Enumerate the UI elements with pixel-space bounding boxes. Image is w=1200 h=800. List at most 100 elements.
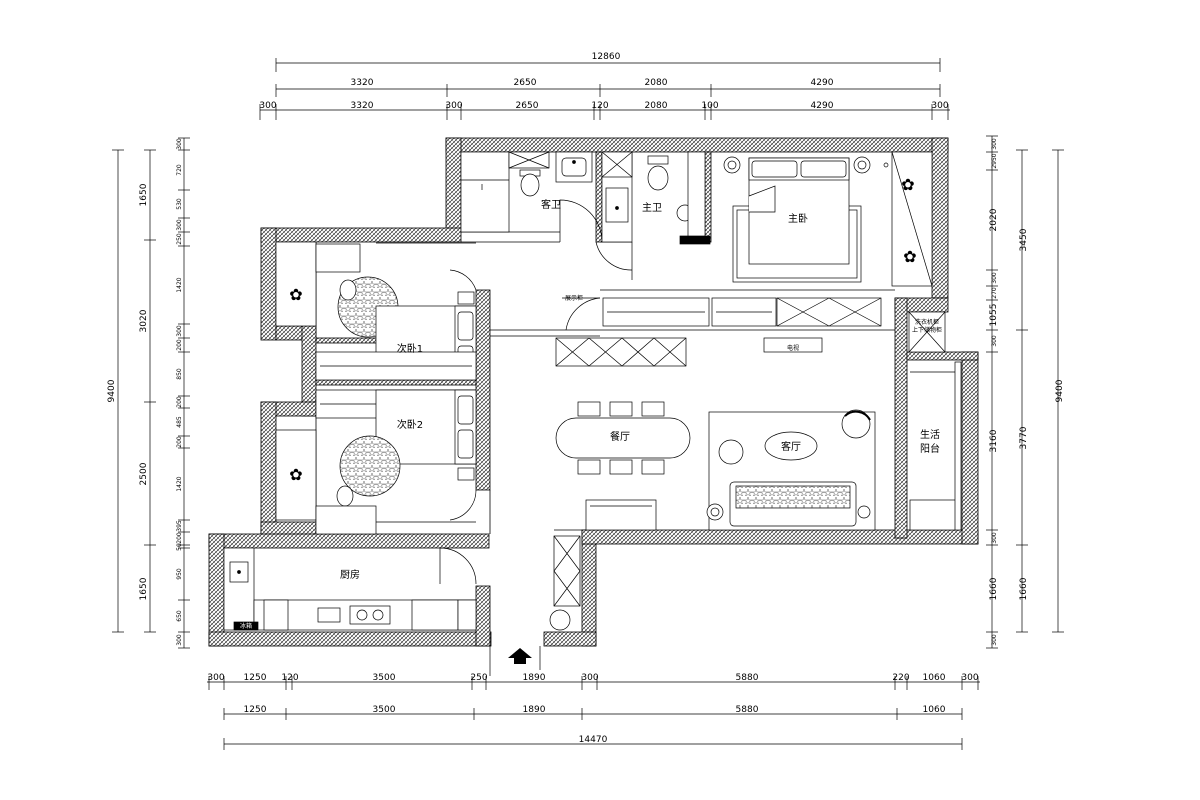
- sofa-icon: [729, 481, 857, 527]
- dim-label: 1420: [176, 476, 183, 491]
- dim-label: 395: [176, 520, 183, 532]
- svg-text:✿: ✿: [289, 285, 302, 304]
- dim-label: 220: [892, 673, 909, 683]
- dim-label: 2650: [516, 101, 539, 111]
- dim-label: 1250: [244, 673, 267, 683]
- dim-label: 300: [961, 673, 978, 683]
- dim-label: 200: [176, 436, 183, 448]
- fridge-label: 冰箱: [240, 622, 252, 630]
- stove-icon: [349, 605, 391, 625]
- dim-label: 530: [176, 198, 183, 210]
- dim-label: 5880: [736, 705, 759, 715]
- dimension-lines: [112, 58, 1064, 750]
- room-label-master-bath: 主卫: [642, 202, 662, 214]
- dim-label: 300: [991, 335, 998, 347]
- svg-text:✿: ✿: [289, 465, 302, 484]
- room-label-balcony-2: 阳台: [920, 442, 940, 455]
- dim-label: 300: [991, 634, 998, 646]
- sink-icon: [605, 187, 629, 223]
- dim-label: 1060: [923, 673, 946, 683]
- dim-label: 1060: [923, 705, 946, 715]
- room-label-guest-bath: 客卫: [541, 198, 561, 211]
- dim-label: 300: [207, 673, 224, 683]
- dim-label: 120: [281, 673, 298, 683]
- dim-label: 950: [176, 568, 183, 580]
- dim-label: 3500: [373, 705, 396, 715]
- dim-label: 1055: [989, 304, 999, 327]
- dim-label: 3320: [351, 101, 374, 111]
- dim-label: 200: [176, 396, 183, 408]
- dim-label: 3450: [1019, 228, 1029, 251]
- room-label-living: 客厅: [781, 440, 801, 453]
- dim-label: 3500: [373, 673, 396, 683]
- dim-label: 300: [176, 634, 183, 646]
- dim-label: 650: [176, 610, 183, 622]
- dim-label: 300: [991, 272, 998, 284]
- display-cabinet-label: 展示柜: [565, 294, 583, 302]
- dim-label: 300: [176, 219, 183, 231]
- dim-label: 1890: [523, 673, 546, 683]
- dim-label: 2080: [645, 78, 668, 88]
- room-label-bedroom-3: 次卧2: [397, 418, 423, 431]
- guest-bath: [460, 151, 593, 233]
- dim-label: 3770: [1019, 426, 1029, 449]
- tv-cabinet-label: 电视: [787, 344, 799, 352]
- dim-label: 4290: [811, 78, 834, 88]
- svg-text:✿: ✿: [903, 247, 916, 266]
- dim-label: 1420: [176, 277, 183, 292]
- bed-icon: [748, 157, 850, 265]
- dim-label: 3160: [989, 429, 999, 452]
- room-label-balcony-1: 生活: [920, 428, 940, 441]
- dim-label: 5880: [736, 673, 759, 683]
- appliance-cabinet: [908, 311, 946, 353]
- dining-area: [555, 337, 691, 531]
- dim-label: 850: [176, 368, 183, 380]
- master-bedroom: ✿ ✿: [723, 151, 933, 287]
- room-label-kitchen: 厨房: [340, 568, 360, 581]
- dim-label: 1250: [244, 705, 267, 715]
- toilet-icon: [647, 155, 669, 191]
- living-area: [706, 337, 876, 531]
- doors: [439, 199, 633, 676]
- toilet-icon: [519, 169, 541, 197]
- dim-label: 250: [176, 233, 183, 245]
- room-label-master-bedroom: 主卧: [788, 212, 808, 225]
- room-label-bedroom-2: 次卧1: [397, 342, 423, 355]
- dim-label: 485: [176, 416, 183, 428]
- dim-label: 50: [176, 543, 183, 551]
- dim-label: 300: [581, 673, 598, 683]
- dim-label: 1660: [1019, 577, 1029, 600]
- kitchen: [223, 535, 581, 631]
- dim-label: 100: [701, 101, 718, 111]
- dim-label: 1650: [139, 577, 149, 600]
- dim-label: 3320: [351, 78, 374, 88]
- dim-label: 1660: [989, 577, 999, 600]
- top-total-label: 12860: [592, 52, 621, 62]
- dining-table-icon: [555, 401, 691, 475]
- dim-label: 300: [176, 138, 183, 150]
- dim-label: 270: [991, 287, 998, 299]
- dim-label: 2020: [989, 208, 999, 231]
- svg-text:✿: ✿: [901, 175, 914, 194]
- master-bath: [601, 151, 711, 245]
- dim-label: 300: [931, 101, 948, 111]
- room-label-dining: 餐厅: [610, 430, 630, 443]
- bedroom-left: ✿ ✿: [275, 241, 477, 535]
- dim-label: 2950: [991, 153, 998, 168]
- dim-label: 4290: [811, 101, 834, 111]
- balcony: [909, 361, 962, 531]
- dim-label: 2500: [139, 462, 149, 485]
- appliance-note: 洗衣机柜: [915, 318, 939, 326]
- bottom-total-label: 14470: [579, 735, 608, 745]
- dim-label: 300: [259, 101, 276, 111]
- dim-label: 1890: [523, 705, 546, 715]
- dimension-labels: 12860 3320 2650 2080 4290 300 3320 300 2…: [107, 52, 1065, 745]
- dim-label: 3020: [139, 309, 149, 332]
- wardrobe: [602, 297, 882, 327]
- dim-label: 300: [991, 532, 998, 544]
- dim-label: 720: [176, 164, 183, 176]
- sink-icon: [555, 151, 593, 183]
- dim-label: 200: [176, 532, 183, 544]
- dim-label: 1650: [139, 183, 149, 206]
- dim-label: 2080: [645, 101, 668, 111]
